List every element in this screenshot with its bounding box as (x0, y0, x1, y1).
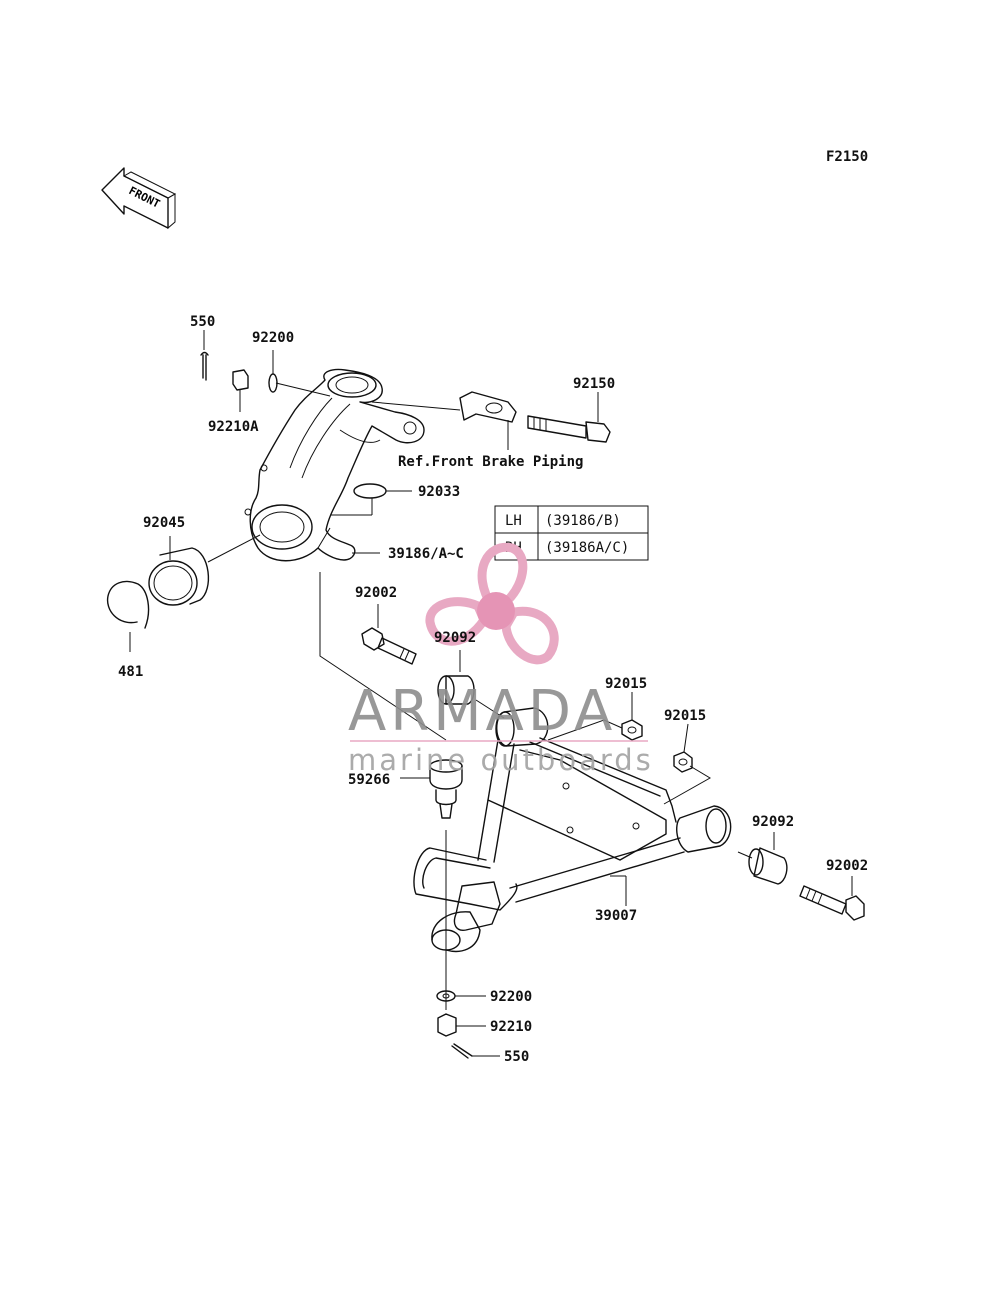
steering-knuckle (244, 368, 425, 562)
cotter-pin-top (200, 330, 209, 381)
label-92092-right: 92092 (752, 814, 794, 830)
bearing-92045 (148, 534, 261, 606)
propeller-logo-icon (425, 542, 559, 665)
label-39186: 39186/A~C (388, 546, 464, 562)
brake-bracket (371, 391, 517, 450)
washer-top (268, 373, 278, 393)
label-550-top: 550 (190, 314, 215, 330)
label-92002-left: 92002 (355, 585, 397, 601)
label-92210A: 92210A (208, 419, 259, 435)
label-550-bottom: 550 (504, 1049, 529, 1065)
ball-joint-59266 (400, 759, 463, 819)
label-92015-b: 92015 (664, 708, 706, 724)
label-92210: 92210 (490, 1019, 532, 1035)
label-92015-a: 92015 (605, 676, 647, 692)
castle-nut-bottom (437, 1013, 486, 1037)
front-arrow-icon: FRONT (101, 167, 177, 230)
reference-note: Ref.Front Brake Piping (398, 454, 583, 470)
watermark-title: ARMADA (348, 679, 616, 744)
label-39007: 39007 (595, 908, 637, 924)
label-92200-bottom: 92200 (490, 989, 532, 1005)
label-92200-top: 92200 (252, 330, 294, 346)
label-92033: 92033 (418, 484, 460, 500)
side-table: LH (39186/B) RH (39186A/C) (494, 505, 649, 561)
bolt-92002-left (361, 604, 417, 665)
bushing-92092-right (737, 832, 788, 885)
snap-ring-92033 (353, 483, 387, 499)
label-92150: 92150 (573, 376, 615, 392)
castle-nut-top (232, 369, 249, 412)
nut-92015-b (663, 723, 711, 805)
diagram-id: F2150 (826, 149, 868, 165)
table-part-rh: (39186A/C) (545, 540, 629, 556)
armada-watermark: ARMADA marine outboards (348, 542, 654, 777)
label-59266: 59266 (348, 772, 390, 788)
nut-92015-a (547, 692, 643, 741)
label-481: 481 (118, 664, 143, 680)
circlip-481 (106, 580, 150, 652)
label-92002-right: 92002 (826, 858, 868, 874)
table-part-lh: (39186/B) (545, 513, 621, 529)
table-side-lh: LH (505, 513, 522, 529)
washer-bottom (436, 990, 486, 1002)
cotter-pin-bottom (451, 1043, 500, 1059)
front-arrow-label: FRONT (127, 184, 163, 211)
a-arm-39007 (413, 707, 732, 953)
watermark-subtitle: marine outboards (348, 743, 654, 777)
bolt-92002-right (799, 876, 865, 921)
label-92045: 92045 (143, 515, 185, 531)
label-92092-left: 92092 (434, 630, 476, 646)
bolt-92150 (527, 392, 611, 443)
